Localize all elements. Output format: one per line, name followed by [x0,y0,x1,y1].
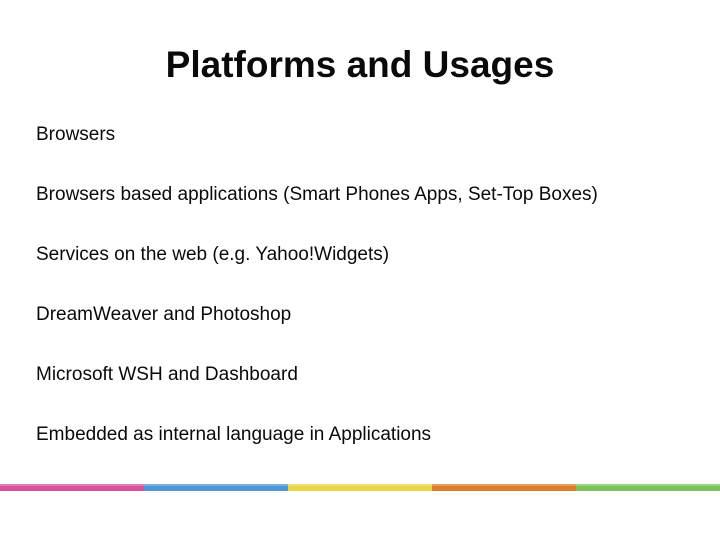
stripe-segment-pink [0,484,144,491]
bullet-list: Browsers Browsers based applications (Sm… [36,105,700,465]
stripe-segment-orange [432,484,576,491]
bullet-item: Embedded as internal language in Applica… [36,424,432,445]
bullet-item: Microsoft WSH and Dashboard [36,364,298,385]
page-title: Platforms and Usages [165,44,555,85]
stripe-segment-green [576,484,720,491]
bullet-item: DreamWeaver and Photoshop [36,304,292,325]
bottom-stripe [0,484,720,491]
stripe-segment-blue [144,484,288,491]
stripe-segment-yellow [288,484,432,491]
bullet-item: Services on the web (e.g. Yahoo!Widgets) [36,244,390,265]
bullet-item: Browsers based applications (Smart Phone… [36,184,598,205]
bullet-item: Browsers [36,124,116,145]
